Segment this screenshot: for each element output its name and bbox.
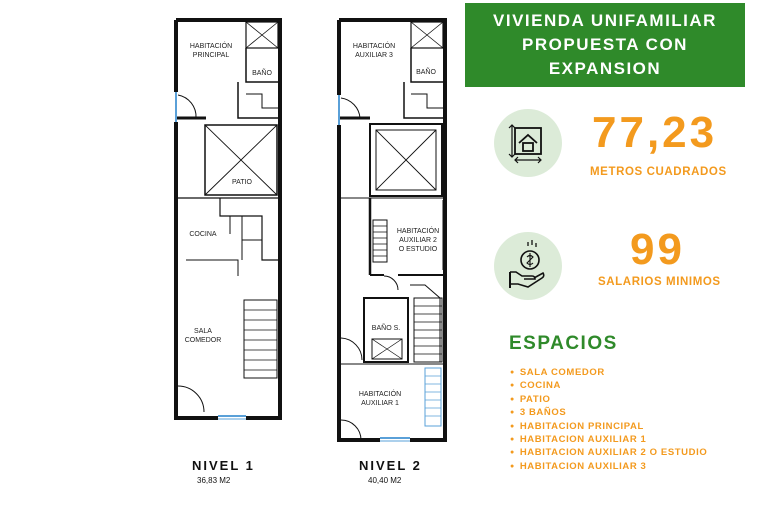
money-hand-icon — [509, 240, 545, 288]
spaces-title: ESPACIOS — [509, 333, 618, 354]
list-item: COCINA — [510, 380, 707, 393]
area-value: 77,23 — [592, 108, 718, 157]
spaces-list: SALA COMEDOR COCINA PATIO 3 BAÑOS HABITA… — [510, 367, 707, 474]
list-item: HABITACION AUXILIAR 2 O ESTUDIO — [510, 447, 707, 460]
room-label-bano-s: BAÑO S. — [372, 323, 400, 332]
list-item: 3 BAÑOS — [510, 407, 707, 420]
level-1-title: NIVEL 1 — [192, 458, 255, 473]
house-area-icon — [508, 124, 542, 164]
room-label-aux3-2: AUXILIAR 3 — [355, 52, 393, 59]
list-item: SALA COMEDOR — [510, 367, 707, 380]
room-label-aux1: HABITACIÓN — [359, 389, 401, 398]
price-label: SALARIOS MINIMOS — [598, 276, 721, 288]
room-label-aux2-3: O ESTUDIO — [399, 246, 438, 253]
floor-plan-level-1 — [174, 18, 282, 420]
level-1-area: 36,83 M2 — [197, 476, 231, 485]
list-item: HABITACION AUXILIAR 3 — [510, 461, 707, 474]
price-value: 99 — [630, 225, 685, 274]
room-label-comedor: COMEDOR — [185, 337, 222, 344]
room-label-aux2-2: AUXILIAR 2 — [399, 237, 437, 244]
list-item: HABITACION PRINCIPAL — [510, 421, 707, 434]
room-label-principal: HABITACIÓN — [190, 41, 232, 50]
title-banner: VIVIENDA UNIFAMILIAR PROPUESTA CON EXPAN… — [465, 3, 745, 87]
price-stat-circle — [494, 232, 562, 300]
banner-title: VIVIENDA UNIFAMILIAR PROPUESTA CON EXPAN… — [493, 11, 717, 78]
list-item: PATIO — [510, 394, 707, 407]
room-label-patio: PATIO — [232, 179, 253, 186]
area-label: METROS CUADRADOS — [590, 166, 727, 178]
windows-level-2 — [338, 95, 442, 442]
windows-level-1 — [175, 92, 246, 420]
list-item: HABITACION AUXILIAR 1 — [510, 434, 707, 447]
room-label-aux3: HABITACIÓN — [353, 41, 395, 50]
room-label-bano-2: BAÑO — [416, 67, 436, 76]
level-2-title: NIVEL 2 — [359, 458, 422, 473]
room-label-sala: SALA — [194, 328, 212, 335]
floor-plan-level-2 — [337, 18, 447, 442]
room-label-aux2: HABITACIÓN — [397, 226, 439, 235]
room-label-principal-2: PRINCIPAL — [193, 52, 230, 59]
room-label-cocina: COCINA — [189, 231, 217, 238]
room-labels-level-1: HABITACIÓN PRINCIPAL BAÑO PATIO COCINA S… — [185, 41, 273, 344]
area-stat-circle — [494, 109, 562, 177]
level-2-area: 40,40 M2 — [368, 476, 402, 485]
room-labels-level-2: HABITACIÓN AUXILIAR 3 BAÑO HABITACIÓN AU… — [353, 41, 439, 407]
room-label-bano: BAÑO — [252, 68, 272, 77]
room-label-aux1-2: AUXILIAR 1 — [361, 400, 399, 407]
